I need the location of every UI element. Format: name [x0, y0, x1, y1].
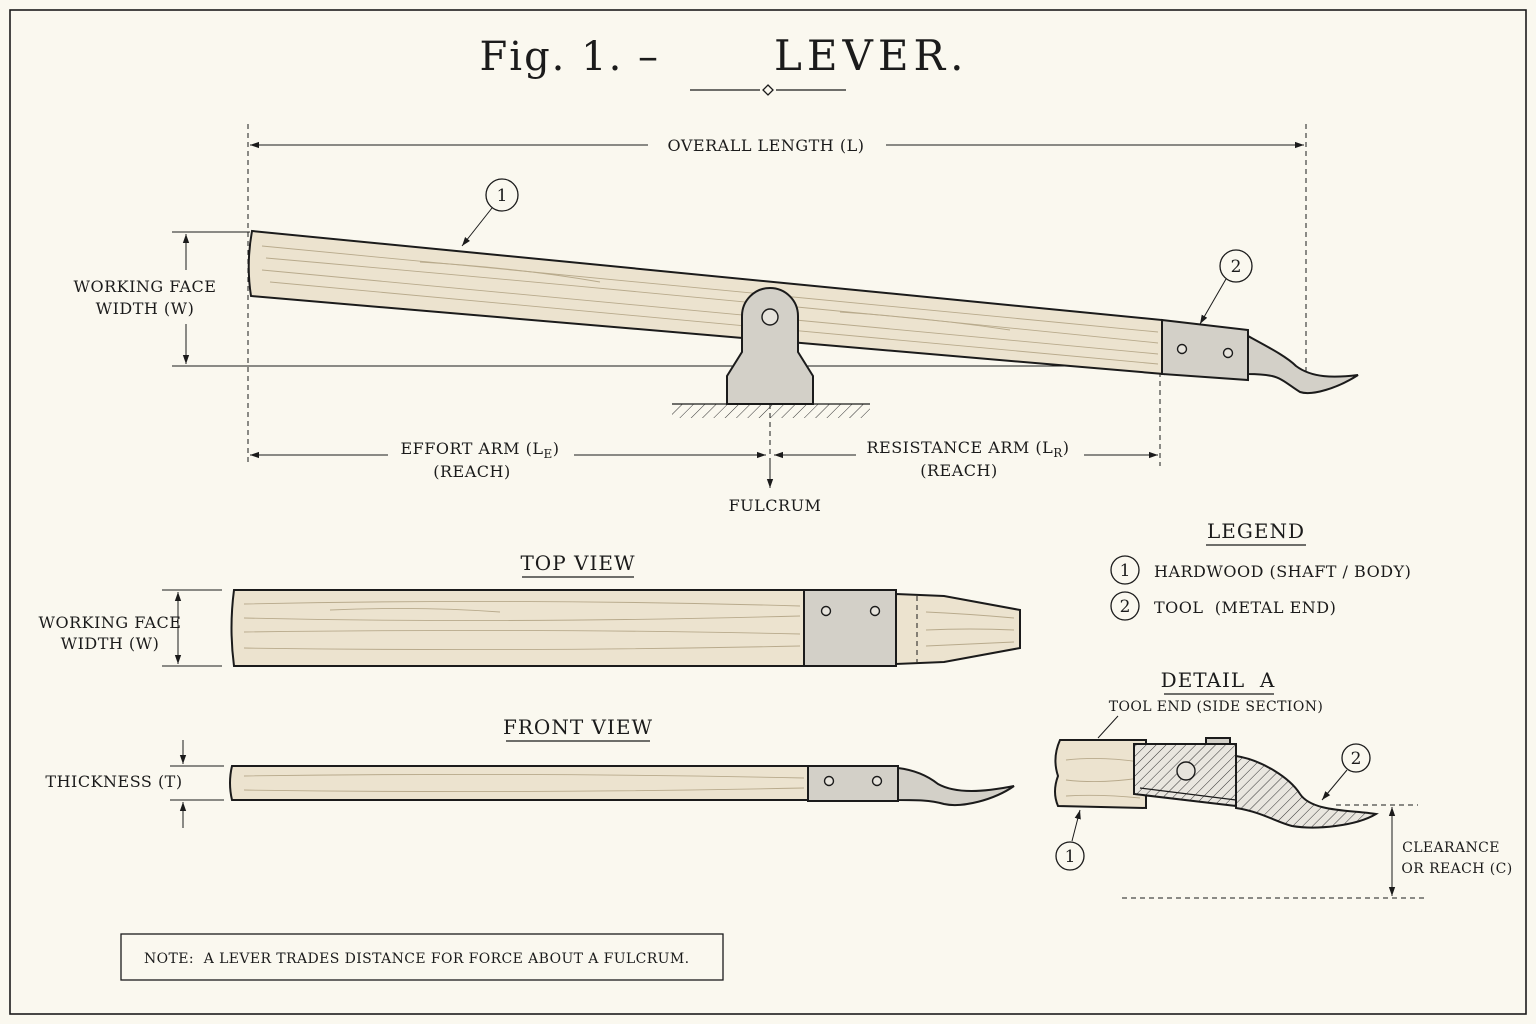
note-border [120, 933, 724, 981]
width-label-mask [74, 270, 216, 324]
detail-callout-2-number: 2 [1351, 749, 1362, 769]
legend-item-2-number: 2 [1120, 597, 1131, 617]
detail-a-heading: DETAIL A [1161, 668, 1276, 692]
callout-1-bubble [485, 178, 519, 212]
top-working-face-width-line2: WIDTH (W) [61, 634, 160, 653]
resistance-arm-reach: (REACH) [920, 461, 997, 480]
callout-1-number: 1 [497, 186, 508, 206]
top-working-face-width-line1: WORKING FACE [39, 613, 182, 632]
detail-callout-1-number: 1 [1065, 847, 1076, 867]
fulcrum-label: FULCRUM [729, 496, 822, 515]
detail-tool-blade [1235, 754, 1379, 829]
tool-tip [1247, 334, 1359, 394]
top-view-heading: TOP VIEW [520, 551, 635, 575]
clearance-label-line1: CLEARANCE [1402, 840, 1500, 856]
front-view-heading: FRONT VIEW [503, 715, 653, 739]
front-view: FRONT VIEW THICKNESS (T) [45, 715, 1015, 828]
front-view-ferrule [807, 765, 899, 802]
note-text: NOTE: A LEVER TRADES DISTANCE FOR FORCE … [144, 951, 689, 967]
front-view-tool-tip [897, 766, 1015, 806]
detail-a: DETAIL A TOOL END (SIDE SECTION) CLEARAN… [1054, 668, 1512, 899]
legend-item-1-number: 1 [1120, 561, 1131, 581]
metal-ferrule [1161, 318, 1249, 382]
legend-item-1-bubble [1110, 555, 1140, 585]
top-view: TOP VIEW WORKING FACE WIDTH (W) [39, 551, 1021, 667]
top-width-label-mask [46, 610, 172, 656]
callout-1-leader [461, 207, 493, 247]
lever-shaft [247, 229, 1166, 376]
callout-2-bubble [1219, 249, 1253, 283]
fulcrum-block [726, 287, 814, 405]
top-view-grain [243, 600, 801, 651]
working-face-width-line2: WIDTH (W) [96, 299, 195, 318]
sheet-border [9, 9, 1527, 1015]
figure-title: Fig. 1. – LEVER. [480, 31, 969, 96]
effort-arm-label: EFFORT ARM (LE) [401, 439, 560, 461]
callout-2-leader [1199, 278, 1227, 325]
overall-length-label: OVERALL LENGTH (L) [668, 136, 865, 155]
detail-rivet [1176, 761, 1196, 781]
detail-a-subheading: TOOL END (SIDE SECTION) [1109, 699, 1323, 715]
detail-callout-2-bubble [1341, 743, 1371, 773]
detail-callout-1-bubble [1055, 841, 1085, 871]
legend: LEGEND 1 HARDWOOD (SHAFT / BODY) 2 TOOL … [1110, 519, 1411, 621]
ferrule-rivet-2 [1222, 347, 1234, 359]
title-prefix: Fig. 1. – [480, 34, 660, 80]
clearance-label-line2: OR REACH (C) [1401, 861, 1512, 877]
detail-shaft-section [1054, 739, 1147, 810]
ground-hatch [672, 404, 870, 418]
front-ferrule-rivet-2 [871, 775, 883, 787]
title-main: LEVER. [774, 31, 969, 80]
front-view-shaft [229, 765, 809, 801]
detail-ferrule-inner-edge [1139, 787, 1237, 801]
front-ferrule-rivet-1 [823, 775, 835, 787]
working-face-width-line1: WORKING FACE [74, 277, 217, 296]
resistance-arm-label: RESISTANCE ARM (LR) [866, 438, 1069, 460]
detail-callout-1-leader [1071, 809, 1081, 842]
detail-callout-2-leader [1321, 769, 1348, 801]
top-ferrule-rivet-1 [820, 605, 832, 617]
legend-heading: LEGEND [1207, 519, 1305, 543]
legend-item-1-label: HARDWOOD (SHAFT / BODY) [1154, 562, 1411, 581]
effort-arm-reach: (REACH) [433, 462, 510, 481]
top-tip-grain [925, 611, 1015, 647]
thickness-label: THICKNESS (T) [45, 772, 182, 791]
top-view-ferrule [803, 589, 897, 667]
ferrule-rivet-1 [1176, 343, 1188, 355]
top-ferrule-rivet-2 [869, 605, 881, 617]
side-view: OVERALL LENGTH (L) WORKING FACE WIDTH (W… [74, 124, 1359, 515]
title-ornament [762, 84, 774, 96]
detail-a-sub-leader [1097, 715, 1119, 739]
legend-item-2-label: TOOL (METAL END) [1154, 598, 1336, 617]
note-box: NOTE: A LEVER TRADES DISTANCE FOR FORCE … [120, 933, 724, 981]
fulcrum-pivot-pin [761, 308, 779, 326]
legend-item-2-bubble [1110, 591, 1140, 621]
callout-2-number: 2 [1231, 257, 1242, 277]
